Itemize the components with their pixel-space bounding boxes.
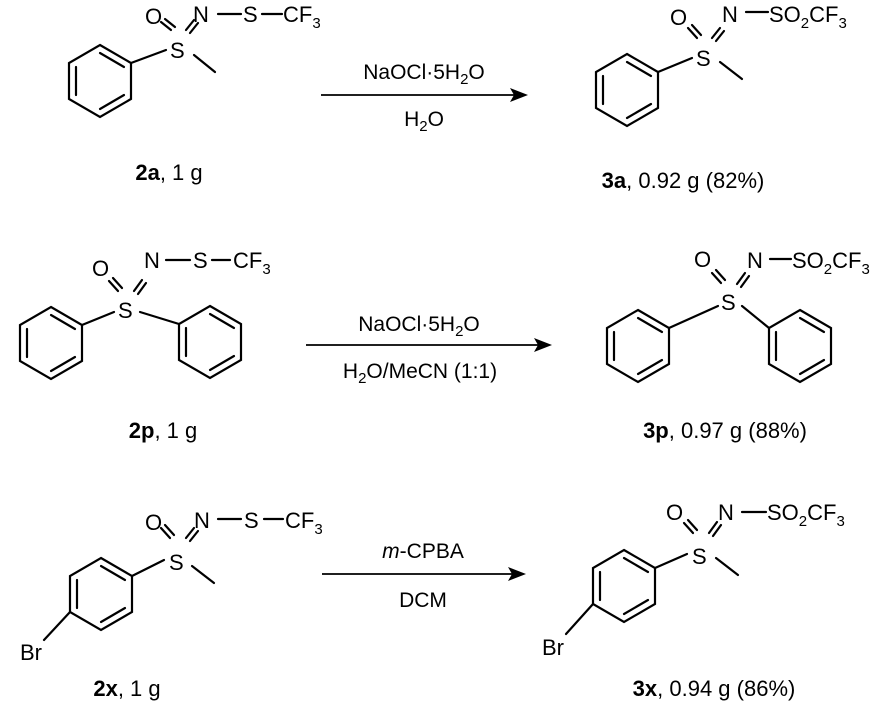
molecule-3p: O S N SO2CF3 <box>605 247 870 384</box>
atom-sulfur: S <box>696 46 711 71</box>
atom-oxygen: O <box>666 500 683 525</box>
compound-label-3x: 3x, 0.94 g (86%) <box>632 676 796 701</box>
molecule-2x: Br O S N S CF3 <box>20 508 323 665</box>
reaction-arrow-3: m-CPBA DCM <box>322 540 526 612</box>
trifluoromethanesulfonyl-group: SO2CF3 <box>767 500 845 530</box>
compound-label-3a: 3a, 0.92 g (82%) <box>601 168 765 193</box>
atom-oxygen: O <box>92 256 109 281</box>
atom-nitrogen: N <box>718 500 734 525</box>
reaction-arrow-2: NaOCl·5H2O H2O/MeCN (1:1) <box>306 313 552 387</box>
condition-below-3: DCM <box>399 589 447 612</box>
atom-nitrogen: N <box>193 2 209 27</box>
benzene-ring <box>18 305 84 381</box>
benzene-ring <box>177 304 243 380</box>
benzene-ring <box>594 52 660 128</box>
condition-above-2: NaOCl·5H2O <box>358 313 480 340</box>
compound-label-3p: 3p, 0.97 g (88%) <box>643 418 807 443</box>
molecule-2a: O S N S CF3 <box>67 2 321 119</box>
atom-nitrogen: N <box>747 248 763 273</box>
atom-sulfur: S <box>169 550 184 575</box>
molecule-2p: O S N S CF3 <box>18 248 271 381</box>
compound-label-2a: 2a, 1 g <box>135 160 203 185</box>
benzene-ring <box>605 308 671 384</box>
atom-nitrogen: N <box>144 248 160 273</box>
condition-above-1: NaOCl·5H2O <box>363 61 485 88</box>
molecule-3x: Br O S N SO2CF3 <box>542 500 845 660</box>
atom-bromine: Br <box>542 635 564 660</box>
atom-nitrogen: N <box>722 2 738 27</box>
atom-sulfur: S <box>692 544 707 569</box>
atom-oxygen: O <box>145 510 162 535</box>
atom-sulfur: S <box>721 290 736 315</box>
reaction-arrow-1: NaOCl·5H2O H2O <box>321 61 528 135</box>
atom-oxygen: O <box>145 4 162 29</box>
benzene-ring <box>591 548 657 624</box>
compound-label-2p: 2p, 1 g <box>128 418 198 443</box>
condition-above-3: m-CPBA <box>382 540 464 563</box>
atom-sulfur: S <box>243 2 258 27</box>
benzene-ring <box>67 43 133 119</box>
trifluoromethyl-group: CF3 <box>283 2 321 32</box>
compound-label-2x: 2x, 1 g <box>93 676 161 701</box>
trifluoromethanesulfonyl-group: SO2CF3 <box>769 2 847 32</box>
condition-below-1: H2O <box>404 108 444 135</box>
condition-below-2: H2O/MeCN (1:1) <box>343 360 497 387</box>
trifluoromethyl-group: CF3 <box>285 508 323 538</box>
atom-oxygen: O <box>670 5 687 30</box>
benzene-ring <box>767 308 833 384</box>
atom-bromine: Br <box>20 640 42 665</box>
atom-sulfur: S <box>118 298 133 323</box>
atom-sulfur: S <box>193 248 208 273</box>
trifluoromethyl-group: CF3 <box>233 248 271 278</box>
benzene-ring <box>68 556 134 632</box>
atom-sulfur: S <box>170 38 185 63</box>
atom-sulfur: S <box>244 508 259 533</box>
atom-nitrogen: N <box>194 508 210 533</box>
atom-oxygen: O <box>694 247 711 272</box>
molecule-3a: O S N SO2CF3 <box>594 2 847 128</box>
trifluoromethanesulfonyl-group: SO2CF3 <box>792 248 870 278</box>
